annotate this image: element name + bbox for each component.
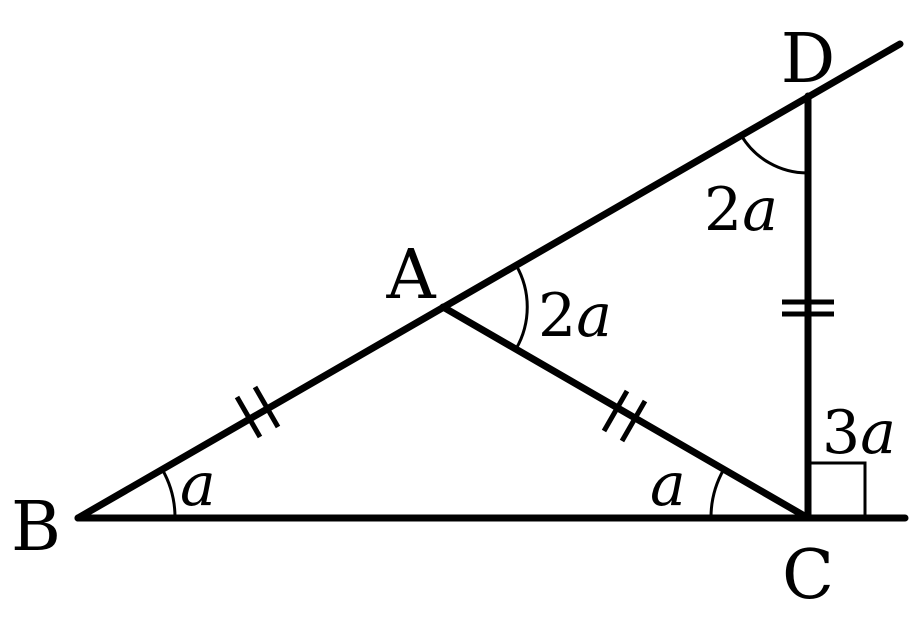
vertex-label-d: D — [781, 20, 836, 99]
angle-arc-a-exterior — [514, 264, 529, 350]
angle-label-b: a — [180, 450, 216, 520]
angle-label-c-right: 3a — [822, 398, 896, 468]
angle-label-c: a — [650, 450, 686, 520]
right-angle-marker — [808, 461, 867, 518]
equal-marks-ab — [234, 385, 281, 439]
vertex-label-c: C — [782, 536, 834, 615]
segment-ac — [439, 303, 812, 522]
line-bd-extended — [74, 40, 904, 522]
equal-marks-cd — [782, 299, 834, 317]
angle-arc-b — [160, 468, 177, 519]
angle-label-a-exterior: 2a — [538, 281, 612, 351]
angle-label-d: 2a — [704, 175, 778, 245]
vertex-label-a: A — [385, 236, 436, 315]
angle-arc-d — [739, 134, 809, 175]
angle-arc-c — [709, 468, 726, 519]
equal-marks-ac — [601, 389, 648, 443]
vertex-label-b: B — [11, 488, 61, 567]
